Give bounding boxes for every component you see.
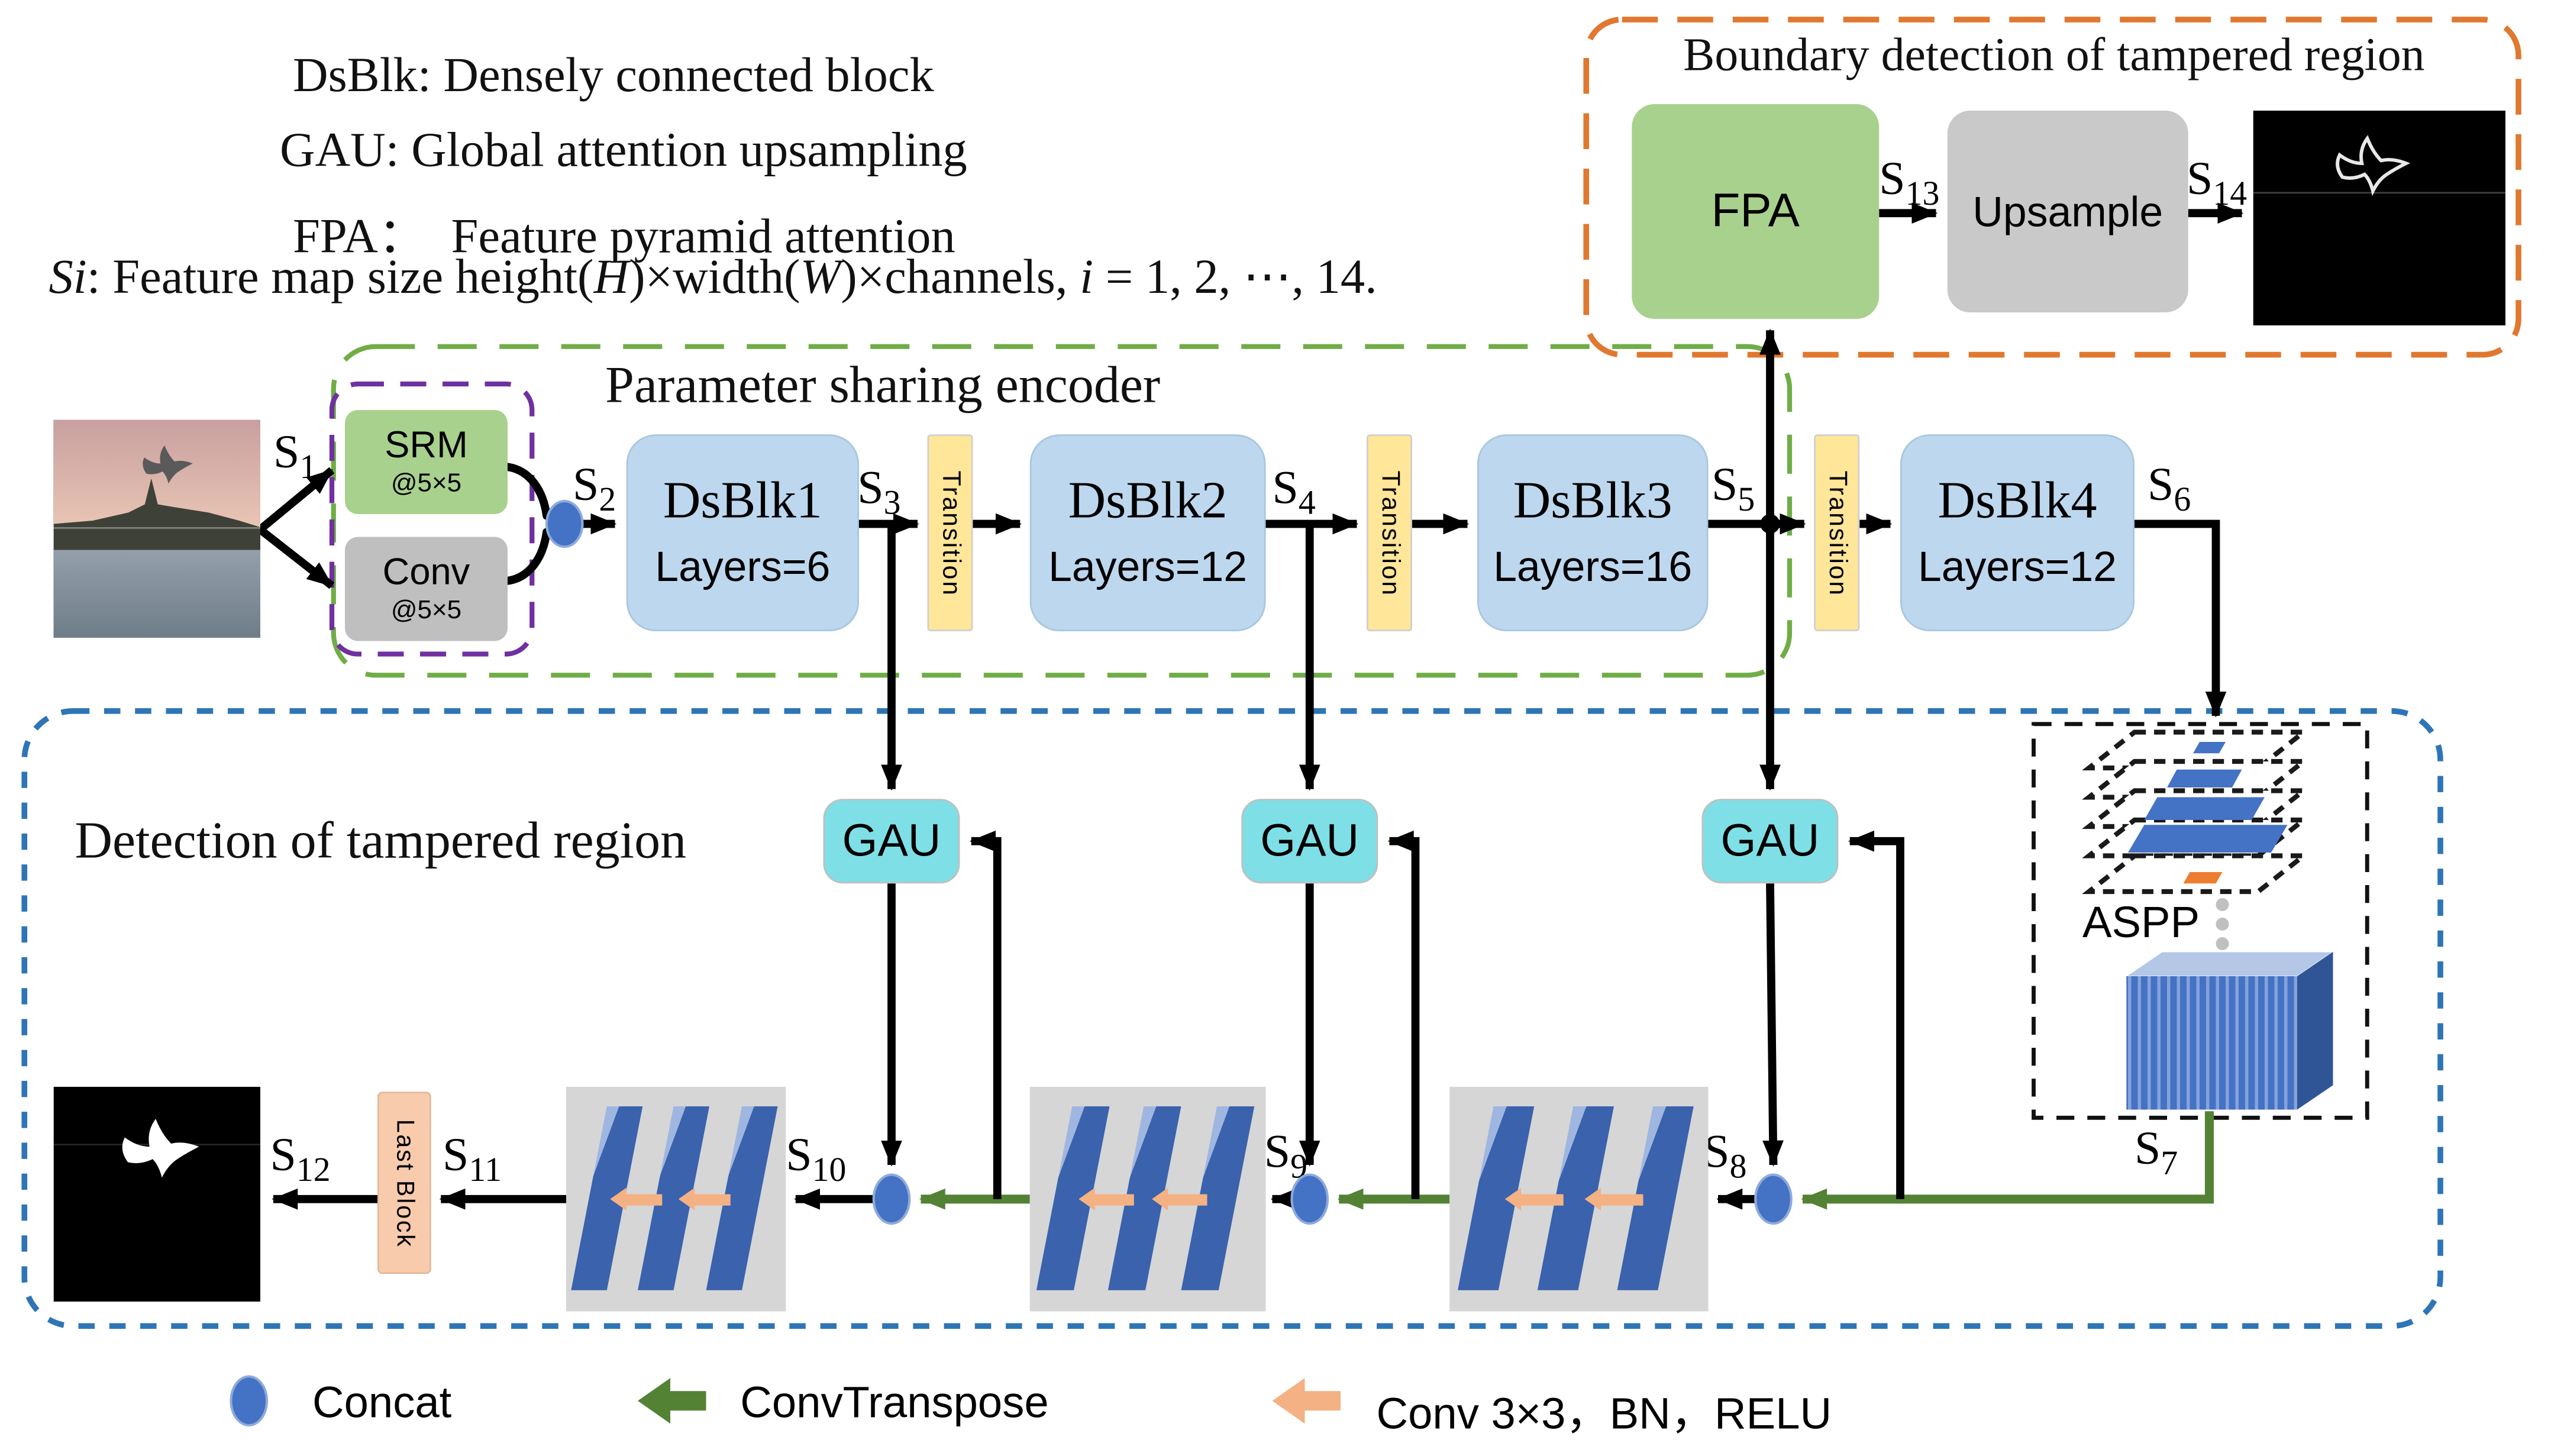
gau3-block: GAU [1701, 799, 1839, 884]
riser-gau3 [1848, 830, 1904, 1199]
merge-brace-bottom [503, 528, 551, 585]
gau1-label: GAU [842, 815, 941, 866]
concat-node-input [545, 499, 584, 548]
dsblk1-name: DsBlk1 [663, 470, 822, 530]
detection-dashed-box [21, 708, 2443, 1329]
bird-outline-icon [2337, 138, 2406, 191]
label-s7: S7 [2135, 1122, 2178, 1183]
input-branch-dashed-box [329, 381, 535, 657]
label-s5: S5 [1712, 459, 1755, 519]
label-s13: S13 [1879, 153, 1940, 213]
srm-label: SRM [385, 422, 468, 465]
transition2-label: Transition [1376, 470, 1404, 596]
riser-gau2 [1387, 830, 1420, 1199]
dsblk1-block: DsBlk1 Layers=6 [626, 434, 859, 631]
conv33-arrow-icon [1152, 1187, 1207, 1210]
label-s2: S2 [573, 459, 616, 519]
dsblk3-layers: Layers=16 [1493, 541, 1693, 590]
conv-block: Conv @5×5 [345, 537, 508, 641]
arrow-s6-to-aspp [2135, 519, 2227, 718]
transition2-block: Transition [1367, 434, 1412, 631]
junction-dot-s5 [1760, 514, 1780, 534]
concat-legend-icon [230, 1375, 269, 1427]
legend-concat-label: Concat [312, 1378, 452, 1427]
label-s10: S10 [786, 1129, 847, 1189]
gau2-block: GAU [1241, 799, 1378, 884]
conv33-arrow-icon [611, 1187, 663, 1210]
dsblk4-block: DsBlk4 Layers=12 [1900, 434, 2135, 631]
dsblk2-name: DsBlk2 [1068, 470, 1228, 530]
label-s6: S6 [2148, 459, 2191, 519]
last-block-label: Last Block [390, 1118, 418, 1248]
convtranspose-legend-icon [638, 1378, 706, 1424]
upsample-block: Upsample [1947, 111, 2188, 312]
transition3-label: Transition [1823, 470, 1852, 596]
dsblk1-layers: Layers=6 [655, 541, 831, 590]
conv-kernel-label: @5×5 [390, 596, 462, 624]
conv-group-1 [566, 1087, 786, 1312]
boundary-dashed-box [1583, 17, 2521, 358]
upsample-label: Upsample [1972, 186, 2163, 235]
dsblk3-block: DsBlk3 Layers=16 [1477, 434, 1709, 631]
fpa-block: FPA [1632, 104, 1880, 319]
legend-line-gau: GAU: Global attention upsampling [280, 124, 967, 177]
concat-node-3 [1754, 1173, 1793, 1225]
aspp-layer-feature-patches [2128, 742, 2288, 884]
transition3-block: Transition [1814, 434, 1860, 631]
srm-kernel-label: @5×5 [390, 469, 462, 498]
input-image [53, 419, 260, 638]
bird-mask-icon [122, 1119, 199, 1178]
aspp-dashed-box [2032, 722, 2369, 1120]
encoder-dashed-box [331, 344, 1793, 678]
label-s12: S12 [270, 1129, 331, 1189]
boundary-title: Boundary detection of tampered region [1683, 29, 2425, 82]
conv-group-2 [1029, 1087, 1266, 1312]
hill-silhouette [53, 478, 260, 550]
merge-brace-top [503, 463, 551, 520]
label-s4: S4 [1272, 462, 1316, 522]
conv33-legend-icon [1272, 1378, 1341, 1424]
legend-convtranspose-label: ConvTranspose [740, 1378, 1049, 1427]
gau1-block: GAU [823, 799, 960, 884]
arrow-gau3-concat [1762, 883, 1784, 1167]
conv-label: Conv [382, 549, 470, 592]
conv33-arrow-icon [1504, 1187, 1564, 1210]
dsblk3-name: DsBlk3 [1513, 470, 1672, 530]
gau3-label: GAU [1720, 815, 1820, 866]
label-s11: S11 [443, 1129, 502, 1189]
riser-gau1 [970, 830, 1002, 1199]
feature-cube-icon [2125, 951, 2334, 1110]
conv33-arrow-icon [1585, 1187, 1644, 1210]
arrow-input-to-conv [254, 524, 335, 589]
conv-group-3 [1449, 1087, 1709, 1312]
legend-line-dsblk: DsBlk: Densely connected block [293, 49, 934, 103]
last-block: Last Block [377, 1092, 431, 1274]
legend-line-fpa: FPA： Feature pyramid attention [293, 209, 955, 264]
dsblk2-layers: Layers=12 [1048, 541, 1248, 590]
conv33-arrow-icon [1078, 1187, 1134, 1210]
aspp-dots-icon [2216, 898, 2229, 911]
concat-node-2 [1290, 1173, 1329, 1225]
srm-block: SRM @5×5 [345, 410, 508, 514]
arrow-input-to-srm [254, 467, 335, 535]
aspp-label: ASPP [2082, 898, 2200, 947]
legend-line-si: Si: Feature map size height(H)×width(W)×… [49, 250, 1377, 305]
green-s7 [1801, 1111, 2214, 1210]
detection-title: Detection of tampered region [75, 810, 687, 869]
dsblk4-name: DsBlk4 [1938, 470, 2097, 530]
transition1-label: Transition [937, 470, 965, 596]
dsblk2-block: DsBlk2 Layers=12 [1029, 434, 1266, 631]
fpa-label: FPA [1711, 185, 1800, 237]
encoder-title: Parameter sharing encoder [605, 354, 1161, 414]
transition1-block: Transition [927, 434, 973, 631]
boundary-output-image [2253, 111, 2505, 325]
gau2-label: GAU [1260, 815, 1360, 866]
concat-node-1 [872, 1173, 911, 1225]
mask-output-image [53, 1087, 260, 1302]
conv33-arrow-icon [679, 1187, 731, 1210]
legend-conv33-label: Conv 3×3，BN，RELU [1376, 1389, 1832, 1439]
dsblk4-layers: Layers=12 [1918, 541, 2117, 590]
